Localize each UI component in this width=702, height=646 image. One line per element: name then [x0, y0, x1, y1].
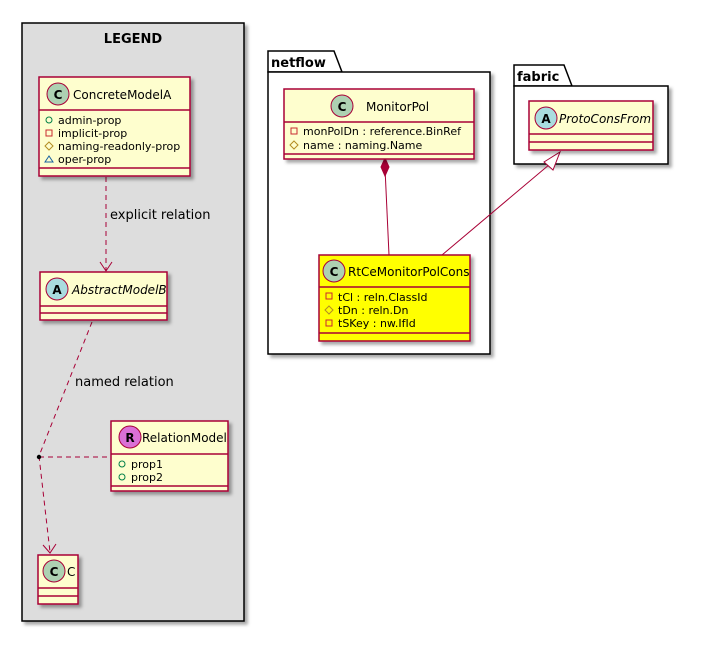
svg-text:tDn : reln.Dn: tDn : reln.Dn [338, 304, 408, 317]
class-rt-ce-monitor-pol-cons[interactable]: C RtCeMonitorPolCons tCl : reln.ClassId … [318, 254, 471, 342]
class-c-icon [322, 259, 346, 283]
named-relation-arrowhead [42, 543, 57, 554]
package-netflow-title: netflow [271, 56, 326, 71]
private-icon [325, 319, 333, 327]
class-abstract-model-b[interactable]: A AbstractModelB [39, 271, 168, 321]
svg-text:monPolDn : reference.BinRef: monPolDn : reference.BinRef [303, 125, 462, 138]
public-icon [118, 473, 126, 481]
stereotype-letter: R [125, 431, 134, 445]
package-private-icon [44, 155, 54, 163]
class-proto-cons-from[interactable]: A ProtoConsFrom [528, 100, 654, 151]
svg-text:prop1: prop1 [131, 458, 163, 471]
svg-text:naming-readonly-prop: naming-readonly-prop [58, 140, 180, 153]
attr-row: prop1 [118, 458, 163, 471]
svg-text:tCl : reln.ClassId: tCl : reln.ClassId [338, 291, 428, 304]
stereotype-letter: C [54, 88, 63, 102]
class-name: MonitorPol [366, 100, 429, 114]
svg-text:tSKey : nw.IfId: tSKey : nw.IfId [338, 317, 416, 330]
class-c-icon [330, 94, 354, 118]
attr-row: admin-prop [45, 114, 121, 127]
class-name: RelationModel [142, 431, 227, 445]
svg-text:name : naming.Name: name : naming.Name [303, 139, 423, 152]
svg-text:admin-prop: admin-prop [58, 114, 121, 127]
package-fabric-title: fabric [517, 70, 559, 85]
legend-title: LEGEND [104, 32, 163, 47]
named-relation-label: named relation [75, 375, 174, 390]
inheritance-triangle [543, 150, 562, 171]
protected-icon [324, 305, 334, 315]
public-icon [45, 116, 53, 124]
class-c-icon [42, 559, 66, 583]
stereotype-letter: C [330, 265, 339, 279]
svg-text:oper-prop: oper-prop [58, 153, 111, 166]
class-relation-model[interactable]: R RelationModel prop1 prop2 [110, 420, 229, 492]
attr-row: implicit-prop [45, 127, 127, 140]
attr-row: tDn : reln.Dn [324, 304, 408, 317]
stereotype-letter: C [50, 565, 59, 579]
association-point [36, 454, 42, 460]
protected-icon [44, 141, 54, 151]
class-name: AbstractModelB [71, 283, 167, 297]
protected-icon [289, 140, 299, 150]
attr-row: tSKey : nw.IfId [325, 317, 416, 330]
class-name: RtCeMonitorPolCons [348, 265, 469, 279]
explicit-relation-label: explicit relation [110, 208, 210, 223]
attr-row: prop2 [118, 471, 163, 484]
svg-text:implicit-prop: implicit-prop [58, 127, 127, 140]
private-icon [325, 292, 333, 300]
class-concrete-model-a[interactable]: C ConcreteModelA admin-prop implicit-pro… [38, 76, 191, 177]
class-c-icon [46, 82, 70, 106]
svg-text:prop2: prop2 [131, 471, 163, 484]
class-c[interactable]: C C [37, 554, 79, 605]
class-a-icon [45, 277, 69, 301]
stereotype-letter: C [338, 100, 347, 114]
private-icon [45, 129, 53, 137]
attr-row: naming-readonly-prop [44, 140, 180, 153]
private-icon [290, 127, 298, 135]
public-icon [118, 460, 126, 468]
explicit-relation-arrowhead [99, 261, 113, 272]
stereotype-letter: A [541, 112, 551, 126]
attr-row: tCl : reln.ClassId [325, 291, 428, 304]
attr-row: oper-prop [44, 153, 111, 166]
attr-row: name : naming.Name [289, 139, 423, 152]
stereotype-letter: A [52, 283, 62, 297]
inheritance-edge [441, 163, 551, 256]
class-name: ProtoConsFrom [559, 112, 651, 126]
class-monitor-pol[interactable]: C MonitorPol monPolDn : reference.BinRef… [283, 88, 475, 160]
composition-diamond [380, 156, 390, 178]
composition-edge [384, 167, 390, 256]
attr-row: monPolDn : reference.BinRef [290, 125, 462, 138]
class-name: ConcreteModelA [73, 88, 172, 102]
class-r-icon [118, 425, 142, 449]
class-a-icon [534, 106, 558, 130]
class-name: C [67, 565, 75, 579]
